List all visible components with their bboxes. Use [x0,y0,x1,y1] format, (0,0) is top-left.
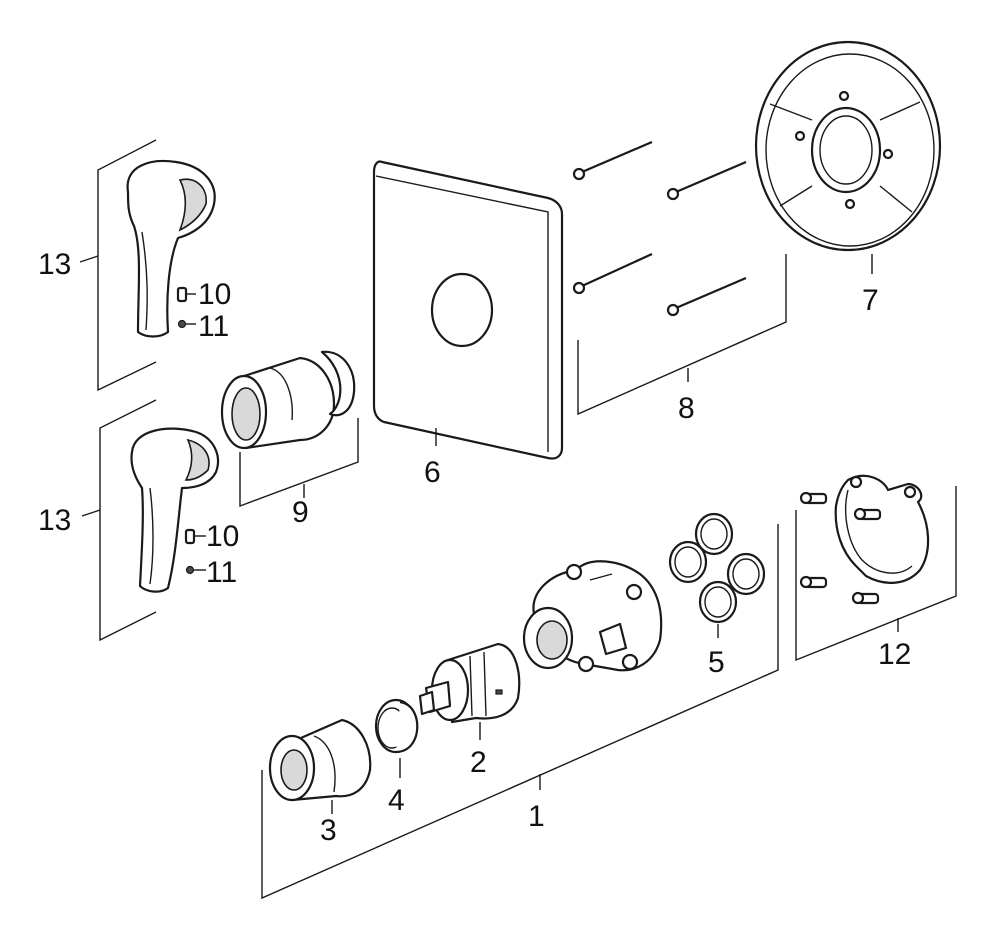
label-9: 9 [292,496,309,529]
bracket-13-bottom [99,399,157,642]
screw-10-bottom-icon [184,528,206,545]
screw-10-top-icon [176,286,196,303]
screw-icon [666,160,747,201]
screw-icon [853,507,882,521]
sleeve-group-9: 9 [220,350,359,529]
label-11-bottom: 11 [206,556,237,589]
leader-13-bottom [81,509,101,517]
cartridge-icon [418,642,521,724]
label-2: 2 [470,746,487,779]
threaded-sleeve-icon [268,718,372,802]
retaining-clip-icon [834,474,930,584]
o-rings-group-5: 5 [668,512,766,679]
lever-handle-icon [126,160,216,338]
screw-icon [799,575,828,589]
bracket-12 [795,486,957,662]
label-11-top: 11 [198,310,229,343]
bracket-13-top [97,139,157,392]
screw-icon [799,491,828,505]
bracket-8 [577,254,787,416]
cover-plate-group-6: 6 [372,160,564,489]
label-4: 4 [388,784,405,817]
label-8: 8 [678,392,695,425]
label-10-top: 10 [198,278,231,311]
valve-body-icon [522,560,663,673]
label-7: 7 [862,284,879,317]
label-13-top: 13 [38,248,71,281]
screw-icon [572,140,653,181]
valve-assembly-group-1: 1 2 4 [261,524,779,900]
mounting-ring-icon [754,40,942,252]
screw-icon [666,276,747,317]
handle-group-top: 13 10 11 [38,139,231,392]
bracket-9 [239,418,359,508]
label-5: 5 [708,646,725,679]
grub-11-top-icon [177,319,196,329]
label-13-bottom: 13 [38,504,71,537]
screw-icon [851,591,880,605]
label-12: 12 [878,638,911,671]
bracket-1 [261,524,779,900]
leader-13-top [79,255,99,263]
label-10-bottom: 10 [206,520,239,553]
grub-11-bottom-icon [185,565,206,575]
label-1: 1 [528,800,545,833]
handle-group-bottom: 13 10 11 [38,399,239,642]
sleeve-icon [220,350,356,450]
cover-plate-icon [372,160,564,460]
screw-icon [572,252,653,295]
clip-group-12: 12 [795,474,957,671]
retaining-ring-icon [374,698,419,754]
lever-handle-alt-icon [130,427,220,593]
label-6: 6 [424,456,441,489]
label-3: 3 [320,814,337,847]
screws-group-8: 8 [572,140,787,425]
mounting-ring-group-7: 7 [754,40,942,317]
